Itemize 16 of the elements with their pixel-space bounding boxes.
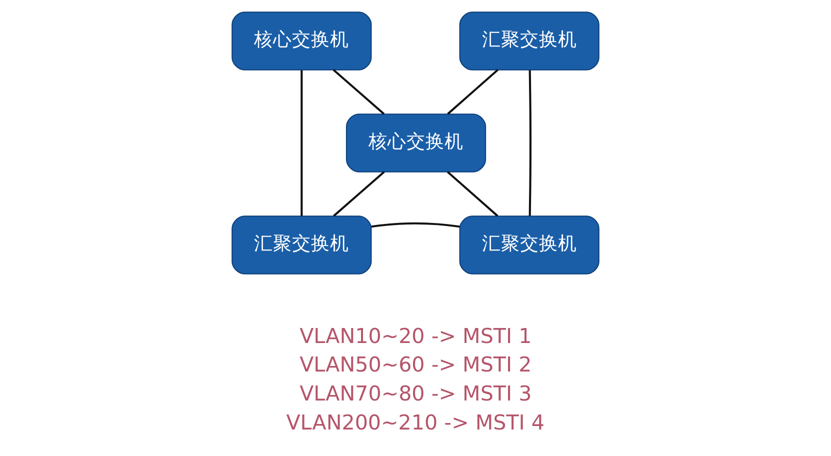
node-box: 汇聚交换机 xyxy=(232,216,372,274)
label: VLAN200~210 -> MSTI 4 xyxy=(286,410,545,434)
label: VLAN50~60 -> MSTI 2 xyxy=(300,352,532,377)
connector xyxy=(300,70,303,216)
node-box: 汇聚交换机 xyxy=(459,12,600,70)
label: VLAN70~80 -> MSTI 3 xyxy=(300,382,532,406)
connector xyxy=(447,69,498,115)
connector xyxy=(371,222,460,228)
connector xyxy=(332,69,385,115)
connector xyxy=(528,70,532,216)
node-box: 核心交换机 xyxy=(232,12,372,70)
node-box: 汇聚交换机 xyxy=(459,216,600,274)
label: VLAN10~20 -> MSTI 1 xyxy=(300,324,532,348)
connector xyxy=(333,171,385,217)
node-box: 核心交换机 xyxy=(346,114,486,172)
connector xyxy=(446,171,498,217)
